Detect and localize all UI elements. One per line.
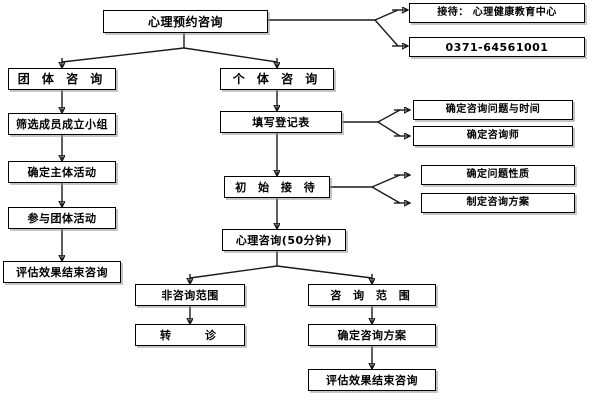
node-in-scope[interactable]: 咨 询 范 围 xyxy=(308,284,436,306)
node-group-define-activity[interactable]: 确定主体活动 xyxy=(8,161,116,183)
node-initial-reception[interactable]: 初 始 接 待 xyxy=(224,176,330,198)
wire-root-to-reception xyxy=(374,9,399,21)
node-group-consult[interactable]: 团 体 咨 询 xyxy=(8,68,116,90)
node-individual-consult[interactable]: 个 体 咨 询 xyxy=(220,68,334,90)
wire-root-to-group xyxy=(61,47,185,63)
node-fill-form[interactable]: 填写登记表 xyxy=(220,111,342,133)
wire-initial-to-plan xyxy=(371,186,401,204)
node-phone[interactable]: 0371-64561001 xyxy=(409,37,585,57)
node-reception[interactable]: 接待： 心理健康教育中心 xyxy=(409,3,585,23)
node-confirm-counselor[interactable]: 确定咨询师 xyxy=(413,126,573,146)
node-counseling-session[interactable]: 心理咨询(50分钟) xyxy=(222,229,346,251)
wire-session-to-out xyxy=(189,265,278,279)
node-make-plan[interactable]: 制定咨询方案 xyxy=(421,193,575,213)
wire-root-to-phone xyxy=(374,19,399,47)
wire-root-to-individual xyxy=(183,47,278,63)
wire-form-to-counselor xyxy=(377,121,401,137)
node-group-join-activity[interactable]: 参与团体活动 xyxy=(8,207,116,229)
node-group-evaluate-end[interactable]: 评估效果结束咨询 xyxy=(3,261,121,283)
node-evaluate-end[interactable]: 评估效果结束咨询 xyxy=(308,369,436,391)
wire-form-to-topic xyxy=(377,109,401,123)
node-out-of-scope[interactable]: 非咨询范围 xyxy=(135,284,245,306)
node-referral[interactable]: 转 诊 xyxy=(135,324,245,346)
node-confirm-topic-time[interactable]: 确定咨询问题与时间 xyxy=(413,100,573,120)
wire-initial-to-nature xyxy=(371,174,401,188)
node-confirm-problem-nature[interactable]: 确定问题性质 xyxy=(421,165,575,185)
node-root[interactable]: 心理预约咨询 xyxy=(103,10,268,33)
node-confirm-plan[interactable]: 确定咨询方案 xyxy=(308,324,436,346)
wire-session-to-in xyxy=(276,265,373,279)
node-group-select-members[interactable]: 筛选成员成立小组 xyxy=(8,113,116,135)
